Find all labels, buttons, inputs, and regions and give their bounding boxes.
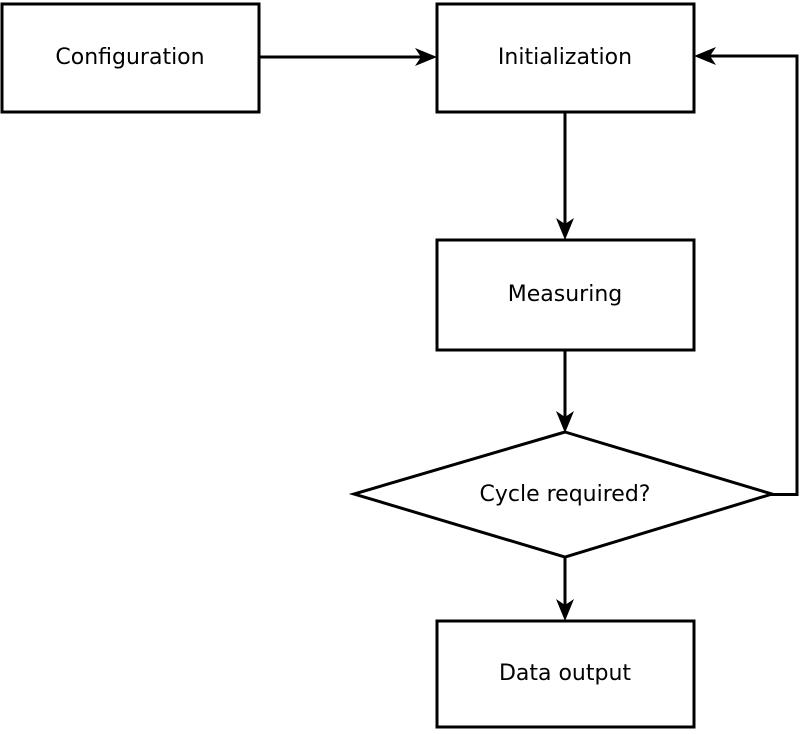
node-data-output[interactable]: Data output: [435, 619, 696, 729]
edge-line-feedback-loop: [708, 54, 799, 496]
node-configuration[interactable]: Configuration: [0, 2, 261, 114]
edge-cycle-required-to-data-output: [556, 557, 574, 621]
node-measuring[interactable]: Measuring: [435, 238, 696, 352]
edge-initialization-to-measuring: [556, 112, 574, 240]
arrowhead-down-icon: [556, 599, 574, 621]
node-shape-configuration: [0, 2, 261, 114]
arrowhead-down-icon: [556, 411, 574, 433]
node-shape-initialization: [435, 2, 696, 114]
node-label-measuring: Measuring: [508, 282, 622, 307]
node-shape-measuring: [435, 238, 696, 352]
node-initialization[interactable]: Initialization: [435, 2, 696, 114]
node-cycle-required[interactable]: Cycle required?: [348, 430, 778, 559]
edge-cycle-required-to-initialization: [694, 47, 799, 496]
node-label-initialization: Initialization: [498, 45, 632, 70]
arrowhead-left-icon: [694, 47, 716, 65]
arrowhead-down-icon: [556, 218, 574, 240]
node-label-cycle-required: Cycle required?: [480, 482, 651, 507]
edge-measuring-to-cycle-required: [556, 350, 574, 433]
node-label-configuration: Configuration: [55, 45, 204, 70]
edge-configuration-to-initialization: [259, 48, 437, 66]
node-label-data-output: Data output: [499, 661, 631, 686]
node-shape-cycle-required: [348, 430, 778, 559]
arrowhead-right-icon: [415, 48, 437, 66]
node-shape-data-output: [435, 619, 696, 729]
